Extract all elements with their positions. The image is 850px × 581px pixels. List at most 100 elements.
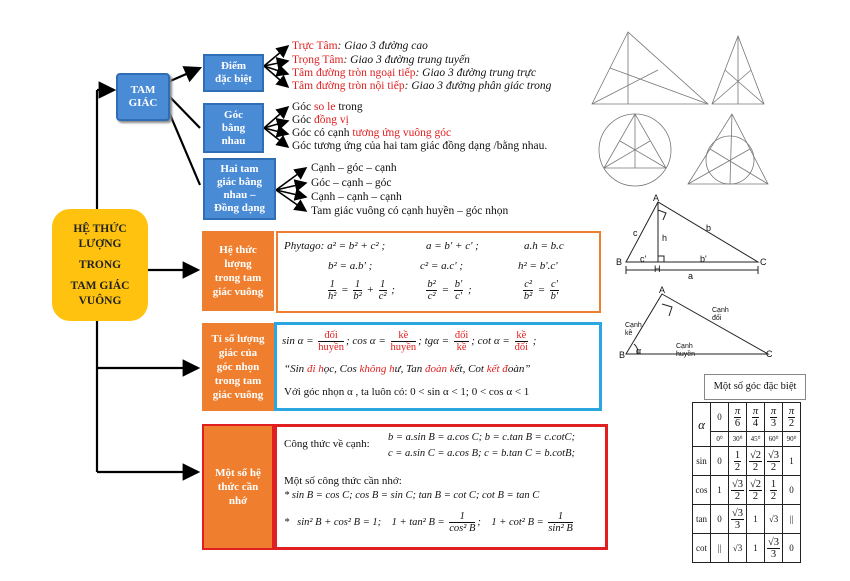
goc-item: Góc có cạnh tương ứng vuông góc bbox=[292, 127, 451, 140]
item-pre: Góc tương ứng của hai tam giác đồng dạng… bbox=[292, 140, 548, 152]
mot-so-node: Một số hệ thức cần nhớ bbox=[202, 424, 274, 550]
root-line: TRONG bbox=[78, 258, 122, 271]
label-C: C bbox=[760, 257, 767, 267]
node-line: bằng bbox=[221, 121, 246, 134]
node-line: Đồng dạng bbox=[213, 202, 266, 214]
q: ọc, Cos bbox=[323, 363, 360, 375]
label-cp: c' bbox=[640, 254, 647, 264]
item-red: so le bbox=[314, 101, 336, 113]
special-angles-title: Một số góc đặc biệt bbox=[704, 374, 806, 400]
label-B: B bbox=[616, 257, 623, 267]
formula-row: Phytago: a² = b² + c² ; a = b' + c' ; a.… bbox=[284, 240, 594, 252]
item-red: Trọng Tâm bbox=[292, 54, 344, 66]
diem-item: Tâm đường tròn nội tiếp: Giao 3 đường ph… bbox=[292, 80, 551, 93]
triangle-abc bbox=[625, 293, 770, 355]
item-pre: Góc bbox=[292, 101, 315, 113]
hai-tam-giac-node: Hai tam giác bằng nhau – Đồng dạng bbox=[203, 158, 276, 220]
node-line: giác vuông bbox=[212, 286, 264, 298]
canh-label: Công thức về cạnh: bbox=[284, 438, 370, 450]
node-line: trong tam bbox=[214, 375, 262, 387]
node-line: lượng bbox=[224, 258, 252, 270]
label-c: c bbox=[633, 228, 638, 238]
hai-item: Tam giác vuông có cạnh huyền – góc nhọn bbox=[311, 205, 509, 217]
node-line: nhau – bbox=[223, 189, 256, 201]
node-line: thức cần bbox=[217, 481, 259, 493]
label-a: a bbox=[688, 271, 694, 281]
hai-item: Cạnh – góc – cạnh bbox=[311, 162, 397, 174]
node-line: giác của bbox=[218, 347, 258, 359]
mot-so-frame bbox=[274, 424, 608, 550]
triangle-abc bbox=[625, 201, 760, 263]
node-line: Góc bbox=[224, 108, 243, 121]
item-red: tương ứng vuông góc bbox=[352, 127, 452, 139]
node-line: Hệ thức bbox=[219, 244, 257, 256]
identity-row: * sin B = cos C; cos B = sin C; tan B = … bbox=[284, 490, 540, 501]
label-alpha: α bbox=[636, 346, 642, 356]
right-triangle-altitude bbox=[625, 201, 760, 274]
item-red: Tâm đường tròn nội tiếp bbox=[292, 80, 405, 92]
he-thuc-frame bbox=[276, 231, 601, 313]
tam-giac-node: TAM GIÁC bbox=[116, 73, 170, 121]
q: không h bbox=[359, 363, 395, 375]
acute-bound: Với góc nhọn α , ta luôn có: 0 < sin α <… bbox=[284, 386, 530, 398]
mnemonic: “Sin đi học, Cos không hư, Tan đoàn kết,… bbox=[284, 363, 530, 376]
canh-formula: b = a.sin B = a.cos C; b = c.tan B = c.c… bbox=[388, 432, 575, 443]
diem-dac-biet-node: Điểm đặc biệt bbox=[203, 54, 264, 92]
label-B: B bbox=[619, 350, 626, 360]
goc-bang-nhau-node: Góc bằng nhau bbox=[203, 103, 264, 153]
root-line: HỆ THỨC bbox=[73, 222, 127, 235]
node-line: trong tam bbox=[214, 272, 262, 284]
item-rest: : Giao 3 đường cao bbox=[337, 40, 428, 52]
label-huyen: Cạnh huyền bbox=[676, 343, 696, 358]
node-line: Hai tam bbox=[220, 163, 259, 175]
he-thuc-node: Hệ thức lượng trong tam giác vuông bbox=[202, 231, 274, 311]
item-rest: : Giao 3 đường trung trực bbox=[415, 67, 537, 79]
formula: b² = a.b' ; bbox=[328, 260, 373, 272]
node-line: đặc biệt bbox=[215, 73, 252, 85]
label-C: C bbox=[766, 349, 773, 359]
item-rest: : Giao 3 đường trung tuyến bbox=[343, 54, 470, 66]
label-b: b bbox=[706, 223, 712, 233]
ti-so-frame bbox=[274, 322, 602, 411]
triangle-figure-1 bbox=[591, 31, 765, 105]
label-ke: Cạnh kề bbox=[625, 322, 642, 337]
root-node: HỆ THỨC LƯỢNG TRONG TAM GIÁC VUÔNG bbox=[52, 209, 148, 321]
label-A: A bbox=[659, 285, 666, 295]
root-line: LƯỢNG bbox=[78, 237, 122, 250]
hai-item: Cạnh – cạnh – cạnh bbox=[311, 191, 402, 203]
label-h: h bbox=[662, 233, 668, 243]
triangle-outline bbox=[591, 31, 710, 105]
label-H: H bbox=[654, 264, 661, 274]
circle-figures bbox=[598, 113, 769, 187]
diem-item: Trực Tâm: Giao 3 đường cao bbox=[292, 40, 428, 53]
node-line: TAM bbox=[130, 84, 156, 96]
hai-item: Góc – cạnh – góc bbox=[311, 177, 392, 189]
goc-item: Góc so le trong bbox=[292, 101, 363, 114]
node-line: giác bằng bbox=[217, 176, 262, 188]
formula: Phytago: a² = b² + c² ; bbox=[284, 240, 386, 252]
label-A: A bbox=[653, 193, 660, 203]
node-line: nhau bbox=[221, 134, 246, 147]
root-line: VUÔNG bbox=[78, 294, 122, 307]
formula: h² = b'.c' bbox=[518, 260, 558, 272]
q: oàn” bbox=[507, 363, 531, 375]
ti-so-node: Tỉ số lượng giác của góc nhọn trong tam … bbox=[202, 323, 274, 411]
diem-item: Trọng Tâm: Giao 3 đường trung tuyến bbox=[292, 54, 470, 67]
goc-item: Góc tương ứng của hai tam giác đồng dạng… bbox=[292, 140, 547, 153]
formula: c² = a.c' ; bbox=[420, 260, 464, 272]
q: “Sin bbox=[284, 363, 307, 375]
node-line: GIÁC bbox=[128, 97, 158, 109]
node-line: Điểm bbox=[220, 60, 247, 72]
item-red: Tâm đường tròn ngoại tiếp bbox=[292, 67, 416, 79]
nho-label: Một số công thức cần nhớ: bbox=[284, 475, 402, 487]
right-triangle-alpha bbox=[625, 293, 770, 355]
node-line: Một số hệ bbox=[215, 467, 261, 479]
q: đi h bbox=[306, 363, 324, 375]
goc-item: Góc đồng vị bbox=[292, 114, 349, 127]
item-pre: Góc có cạnh bbox=[292, 127, 353, 139]
q: kết đ bbox=[486, 363, 508, 375]
